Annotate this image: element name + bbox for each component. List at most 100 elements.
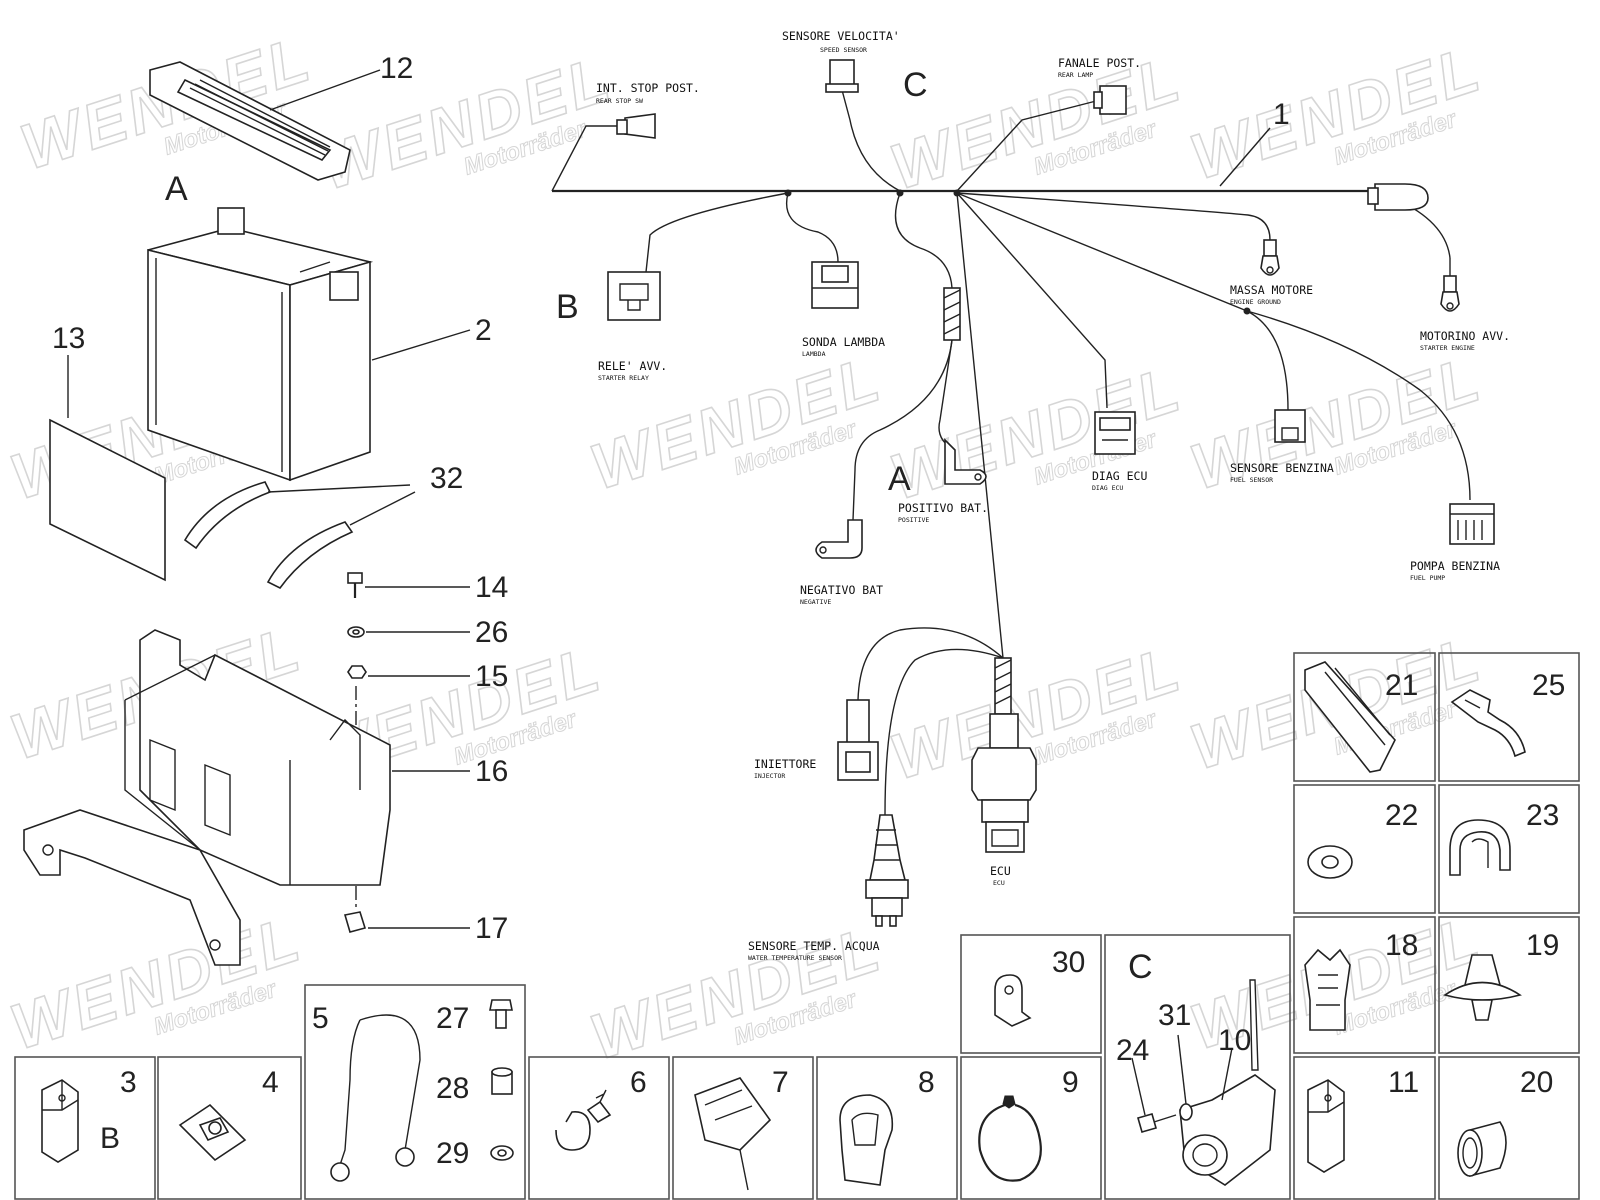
- part-number-10: 10: [1218, 1024, 1251, 1057]
- label-negative-en: NEGATIVE: [800, 598, 831, 606]
- label-lambda: SONDA LAMBDA LAMBDA: [802, 335, 885, 358]
- rubber-strips: [183, 481, 354, 590]
- label-rear-lamp-en: REAR LAMP: [1058, 71, 1093, 79]
- screw: [347, 572, 363, 598]
- fuel-pump-connector: [1449, 503, 1495, 545]
- label-engine-ground-it: MASSA MOTORE: [1230, 283, 1313, 297]
- section-letter-b-box: B: [100, 1122, 120, 1155]
- positive-terminal: [944, 438, 987, 485]
- label-rear-lamp: FANALE POST. REAR LAMP: [1058, 56, 1141, 79]
- label-speed-sensor-it: SENSORE VELOCITA': [782, 29, 900, 43]
- lambda-connector: [811, 261, 859, 309]
- label-speed-sensor-en: SPEED SENSOR: [820, 46, 867, 54]
- label-starter-relay: RELE' AVV. STARTER RELAY: [598, 359, 667, 382]
- water-temperature-sensor: [865, 814, 909, 927]
- label-fuel-pump: POMPA BENZINA FUEL PUMP: [1410, 559, 1500, 582]
- label-engine-ground-en: ENGINE GROUND: [1230, 298, 1281, 306]
- rear-stop-switch-connector: [616, 113, 656, 139]
- part-number-31: 31: [1158, 999, 1191, 1032]
- ecu-connector: [971, 713, 1037, 853]
- label-fuel-pump-it: POMPA BENZINA: [1410, 559, 1500, 573]
- label-water-temp-it: SENSORE TEMP. ACQUA: [748, 939, 880, 953]
- part-number-17: 17: [475, 912, 508, 945]
- label-fuel-pump-en: FUEL PUMP: [1410, 574, 1445, 582]
- label-lambda-it: SONDA LAMBDA: [802, 335, 885, 349]
- part-number-8: 8: [918, 1066, 935, 1099]
- label-rear-stop: INT. STOP POST. REAR STOP SW: [596, 81, 700, 105]
- engine-ground-terminal: [1260, 239, 1280, 276]
- washer: [347, 626, 365, 638]
- label-speed-sensor: SENSORE VELOCITA' SPEED SENSOR: [782, 29, 900, 54]
- box-23: 23: [1438, 784, 1580, 914]
- harness-sleeve-lower: [994, 657, 1012, 715]
- label-starter-engine-it: MOTORINO AVV.: [1420, 329, 1510, 343]
- label-starter-relay-en: STARTER RELAY: [598, 374, 649, 382]
- label-lambda-en: LAMBDA: [802, 350, 826, 358]
- clip-nut: [343, 911, 367, 933]
- part-number-1: 1: [1273, 98, 1290, 131]
- part-number-12: 12: [380, 52, 413, 85]
- starter-relay-connector: [607, 271, 661, 321]
- part-number-27: 27: [436, 1002, 469, 1035]
- starter-motor-terminal: [1440, 258, 1460, 312]
- rear-lamp-connector: [1093, 85, 1127, 115]
- washer: [1179, 1103, 1193, 1121]
- label-ecu-en: ECU: [993, 879, 1005, 887]
- label-rear-lamp-it: FANALE POST.: [1058, 56, 1141, 70]
- part-number-16: 16: [475, 755, 508, 788]
- label-water-temp-en: WATER TEMPERATURE SENSOR: [748, 954, 842, 962]
- part-number-28: 28: [436, 1072, 469, 1105]
- section-letter-b-relay: B: [556, 288, 579, 326]
- spacer: [491, 1067, 513, 1095]
- part-number-5: 5: [312, 1002, 329, 1035]
- part-number-18: 18: [1385, 929, 1418, 962]
- box-18: 18: [1293, 916, 1436, 1054]
- battery-tray: [23, 629, 391, 966]
- box-22: 22: [1293, 784, 1436, 914]
- label-injector: INIETTORE INJECTOR: [754, 757, 816, 780]
- label-diag-ecu-it: DIAG ECU: [1092, 469, 1147, 483]
- box-4: 4: [157, 1056, 302, 1200]
- section-letter-c-box: C: [1128, 948, 1153, 986]
- washer: [490, 1145, 514, 1161]
- terminal-boot: [1367, 183, 1429, 211]
- nut: [347, 665, 367, 679]
- part-number-14: 14: [475, 571, 508, 604]
- part-number-9: 9: [1062, 1066, 1079, 1099]
- part-number-30: 30: [1052, 946, 1085, 979]
- part-number-24: 24: [1116, 1034, 1149, 1067]
- part-number-26: 26: [475, 616, 508, 649]
- label-starter-engine-en: STARTER ENGINE: [1420, 344, 1475, 352]
- speed-sensor-connector: [825, 59, 859, 93]
- label-ecu: ECU ECU: [990, 864, 1011, 887]
- box-20: 20: [1438, 1056, 1580, 1200]
- label-negative-it: NEGATIVO BAT: [800, 583, 883, 597]
- box-19: 19: [1438, 916, 1580, 1054]
- part-number-21: 21: [1385, 669, 1418, 702]
- part-number-2: 2: [475, 314, 492, 347]
- negative-terminal: [815, 519, 863, 559]
- label-diag-ecu: DIAG ECU DIAG ECU: [1092, 469, 1147, 492]
- part-number-19: 19: [1526, 929, 1559, 962]
- part-number-15: 15: [475, 660, 508, 693]
- label-starter-engine: MOTORINO AVV. STARTER ENGINE: [1420, 329, 1510, 352]
- label-positive-en: POSITIVE: [898, 516, 929, 524]
- label-water-temp: SENSORE TEMP. ACQUA WATER TEMPERATURE SE…: [748, 939, 880, 962]
- section-letter-a-positive: A: [888, 460, 911, 498]
- part-number-4: 4: [262, 1066, 279, 1099]
- label-positive-it: POSITIVO BAT.: [898, 501, 988, 515]
- label-positive: POSITIVO BAT. POSITIVE: [898, 501, 988, 524]
- part-number-29: 29: [436, 1137, 469, 1170]
- diag-ecu-connector: [1094, 411, 1136, 455]
- battery-strap: [149, 61, 351, 181]
- part-number-22: 22: [1385, 799, 1418, 832]
- label-fuel-sensor-it: SENSORE BENZINA: [1230, 461, 1334, 475]
- part-number-32: 32: [430, 462, 463, 495]
- wire-harness: [551, 89, 1471, 816]
- harness-sleeve-upper: [943, 287, 961, 341]
- box-7: 7: [672, 1056, 814, 1200]
- battery: [147, 207, 374, 482]
- box-30: 30: [960, 934, 1102, 1054]
- bolt: [1137, 1113, 1177, 1133]
